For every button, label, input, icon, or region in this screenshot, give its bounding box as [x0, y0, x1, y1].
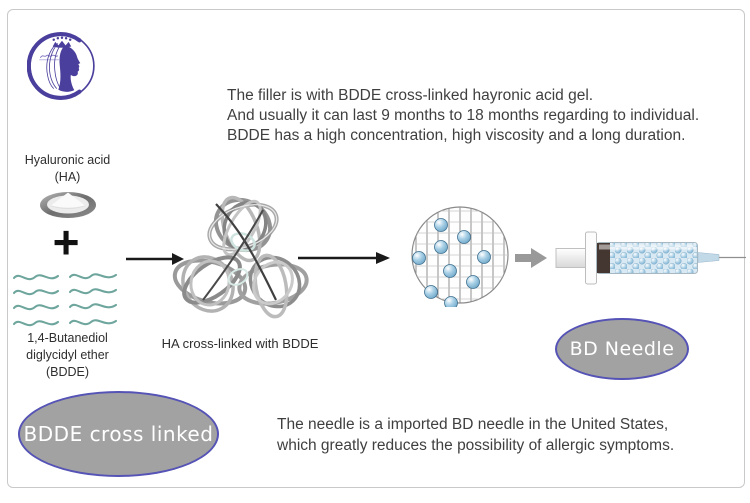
- bdde-name-line-2: diglycidyl ether: [26, 348, 109, 362]
- plus-sign: +: [52, 216, 80, 268]
- ha-abbr: (HA): [54, 170, 81, 184]
- crown-beauty-logo-icon: [27, 32, 95, 100]
- bd-needle-bubble: BD Needle: [555, 318, 689, 380]
- ha-crosslinked-coil-icon: [172, 195, 309, 319]
- intro-line-3: BDDE has a high concentration, high visc…: [227, 127, 686, 144]
- footer-paragraph: The needle is a imported BD needle in th…: [277, 414, 737, 456]
- bdde-label: 1,4-Butanediol diglycidyl ether (BDDE): [5, 330, 130, 381]
- bdde-cross-linked-bubble: BDDE cross linked: [18, 391, 219, 477]
- bead-filled-syringe-icon: [555, 231, 746, 285]
- outer-border-frame: [7, 9, 745, 488]
- plunger-rod: [555, 248, 588, 268]
- needle-hub: [697, 252, 720, 263]
- footer-line-1: The needle is a imported BD needle in th…: [277, 416, 669, 433]
- bdde-name-line-1: 1,4-Butanediol: [27, 331, 108, 345]
- intro-paragraph: The filler is with BDDE cross-linked hay…: [227, 86, 743, 146]
- intro-line-2: And usually it can last 9 months to 18 m…: [227, 107, 700, 124]
- block-arrow-right-icon: [515, 248, 547, 268]
- ha-powder-dish-icon: [40, 192, 96, 218]
- bd-needle-label: BD Needle: [569, 338, 675, 360]
- bdde-name-line-3: (BDDE): [45, 365, 90, 379]
- bdde-cross-linked-label: BDDE cross linked: [23, 422, 214, 446]
- syringe-barrel: [596, 242, 698, 274]
- female-profile-icon: [58, 45, 81, 92]
- gel-particle-grid-icon: [411, 206, 509, 307]
- footer-line-2: which greatly reduces the possibility of…: [277, 437, 675, 454]
- logo-crescent: [27, 32, 82, 100]
- gel-spheres: [412, 218, 491, 307]
- bdde-waves-icon: [12, 273, 118, 327]
- arrow-right-icon: [298, 252, 390, 264]
- rubber-stopper: [597, 243, 610, 273]
- ha-name: Hyaluronic acid: [24, 153, 111, 167]
- plunger-flange: [585, 231, 597, 285]
- arrow-right-icon: [126, 253, 184, 265]
- ha-label: Hyaluronic acid (HA): [10, 152, 125, 186]
- coil-caption: HA cross-linked with BDDE: [161, 336, 319, 351]
- intro-line-1: The filler is with BDDE cross-linked hay…: [227, 87, 594, 104]
- hair-strands: [46, 43, 62, 89]
